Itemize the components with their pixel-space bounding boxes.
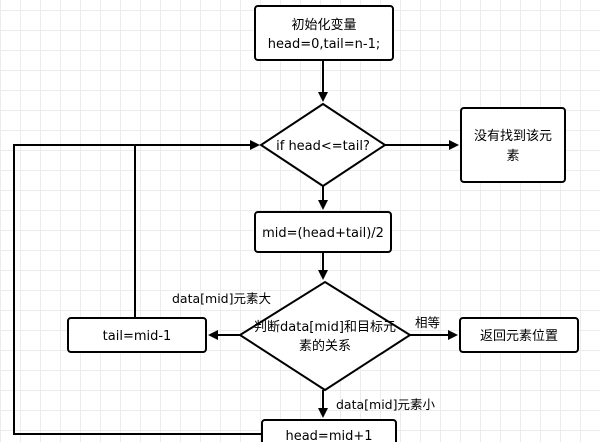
edge-label-less: data[mid]元素小 [336,397,435,412]
condition-diamond [259,102,387,188]
not-found-label-line1: 没有找到该元 [474,129,552,144]
mid-label: mid=(head+tail)/2 [262,226,384,241]
edge-label-greater: data[mid]元素大 [172,291,271,306]
mid-box [254,211,392,253]
compare-label-line2: 素的关系 [299,338,351,354]
edge-label-equal: 相等 [415,315,440,330]
compare-diamond [238,280,412,392]
init-box [254,5,394,61]
compare-label-line1: 判断data[mid]和目标元 [254,320,396,335]
tail-update-box [67,317,207,353]
edge-head-loop-back [13,144,262,435]
tail-update-label: tail=mid-1 [103,329,172,344]
init-label-line2: head=0,tail=n-1; [268,37,381,52]
head-update-label: head=mid+1 [285,429,372,442]
return-box [459,317,579,353]
condition-label: if head<=tail? [276,139,370,154]
not-found-label-line2: 素 [506,149,519,164]
init-label-line1: 初始化变量 [291,17,356,33]
return-label: 返回元素位置 [480,329,558,344]
head-update-box [261,419,397,442]
not-found-box [460,107,566,183]
